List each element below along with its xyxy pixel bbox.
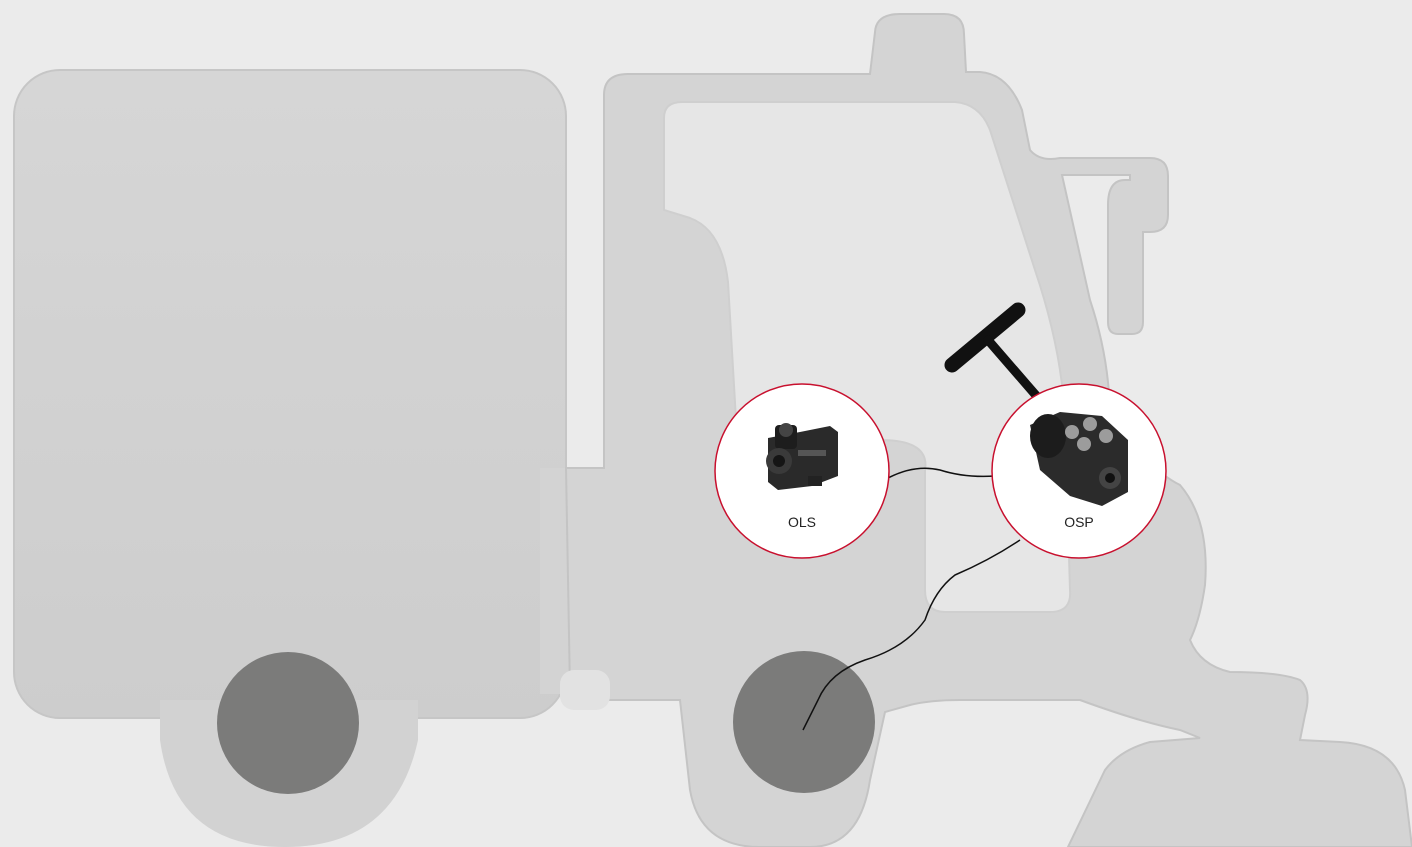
priority-valve-icon <box>766 423 838 490</box>
ols-label: OLS <box>788 514 816 530</box>
rear-wheel <box>217 652 359 794</box>
step-panel <box>560 670 610 710</box>
component-osp[interactable]: OSP <box>992 384 1166 558</box>
osp-label: OSP <box>1064 514 1094 530</box>
front-wheel <box>733 651 875 793</box>
component-ols[interactable]: OLS <box>715 384 889 558</box>
cargo-box <box>14 70 566 718</box>
